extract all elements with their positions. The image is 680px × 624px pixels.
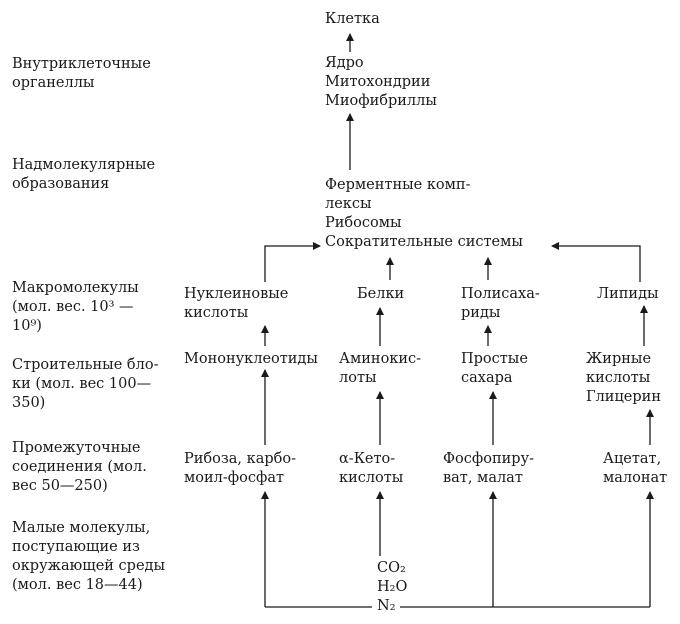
- arrow-lipids-to-systems: [551, 242, 641, 282]
- arrow-nucleic-to-systems: [264, 242, 321, 282]
- node-phosphopyruvate: Фосфопиру- ват, малат: [443, 451, 535, 486]
- node-proteins: Белки: [357, 286, 405, 302]
- node-complexes: Ферментные комп- лексы Рибосомы Сократит…: [325, 177, 523, 250]
- node-polysaccharides: Полисаха- риды: [461, 286, 540, 321]
- node-mononucleotides: Мононуклеотиды: [184, 351, 318, 367]
- node-keto-acids: α-Кето- кислоты: [339, 451, 404, 486]
- level-building-blocks: Строительные бло- ки (мол. вес 100— 350): [12, 357, 159, 411]
- node-co2: CO₂: [377, 560, 406, 576]
- node-organelle-list: Ядро Митохондрии Миофибриллы: [325, 55, 437, 109]
- node-n2: N₂: [377, 598, 396, 614]
- node-h2o: H₂O: [377, 579, 408, 595]
- node-acetate: Ацетат, малонат: [603, 451, 668, 486]
- node-ribose: Рибоза, карбо- моил-фосфат: [184, 451, 296, 486]
- level-small-molecules: Малые молекулы, поступающие из окружающе…: [12, 520, 166, 593]
- level-organelles: Внутриклеточные органеллы: [12, 56, 151, 91]
- node-simple-sugars: Простые сахара: [461, 351, 528, 386]
- node-nucleic-acids: Нуклеиновые кислоты: [184, 286, 289, 321]
- level-intermediates: Промежуточные соединения (мол. вес 50—25…: [12, 440, 147, 494]
- level-supramolecular: Надмолекулярные образования: [12, 157, 156, 192]
- node-lipids: Липиды: [597, 286, 659, 302]
- level-macromolecules: Макромолекулы (мол. вес. 10³ — 10⁹): [12, 280, 139, 334]
- node-amino-acids: Аминокис- лоты: [339, 351, 422, 386]
- node-cell: Клетка: [325, 11, 380, 27]
- node-fatty-acids: Жирные кислоты Глицерин: [586, 351, 661, 405]
